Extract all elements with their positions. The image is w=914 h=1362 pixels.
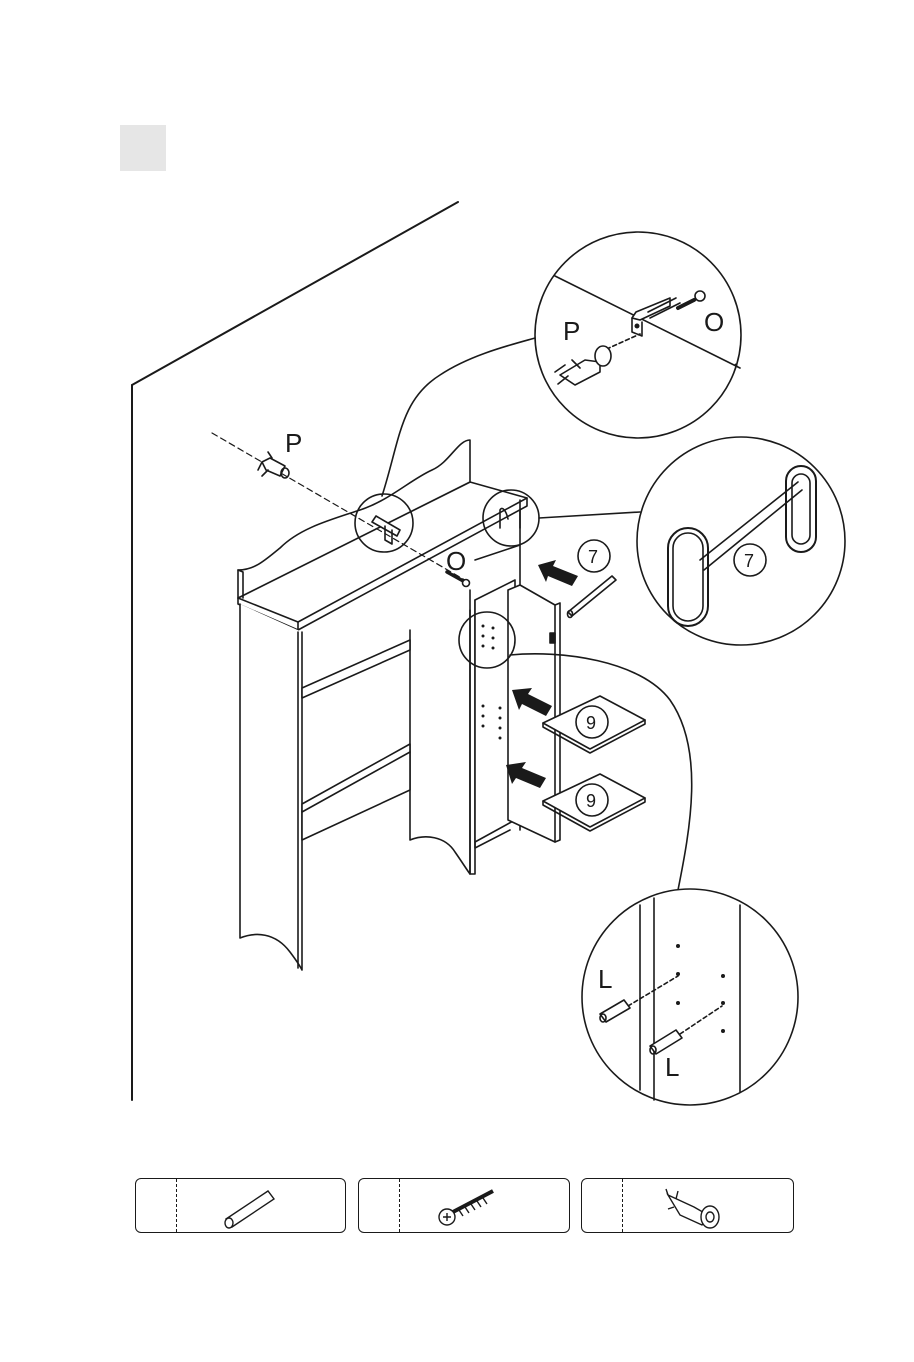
screw-icon [359,1179,571,1234]
label-zoom-anchor-p: P [563,316,580,346]
label-zoom-screw-o: O [704,307,724,337]
label-pin-l-top: L [598,964,612,994]
pin-icon [136,1179,347,1234]
parts-box-screw [358,1178,570,1233]
label-rod-zoom: 7 [744,551,754,571]
parts-box-pin [135,1178,346,1233]
parts-box-anchor [581,1178,794,1233]
label-screw-o: O [446,546,466,576]
label-pin-l-bottom: L [665,1052,679,1082]
label-anchor-p: P [285,428,302,458]
label-shelf-lower: 9 [586,791,596,811]
label-shelf-upper: 9 [586,713,596,733]
label-rod-part: 7 [588,547,598,567]
wall-anchor-icon [582,1179,795,1234]
